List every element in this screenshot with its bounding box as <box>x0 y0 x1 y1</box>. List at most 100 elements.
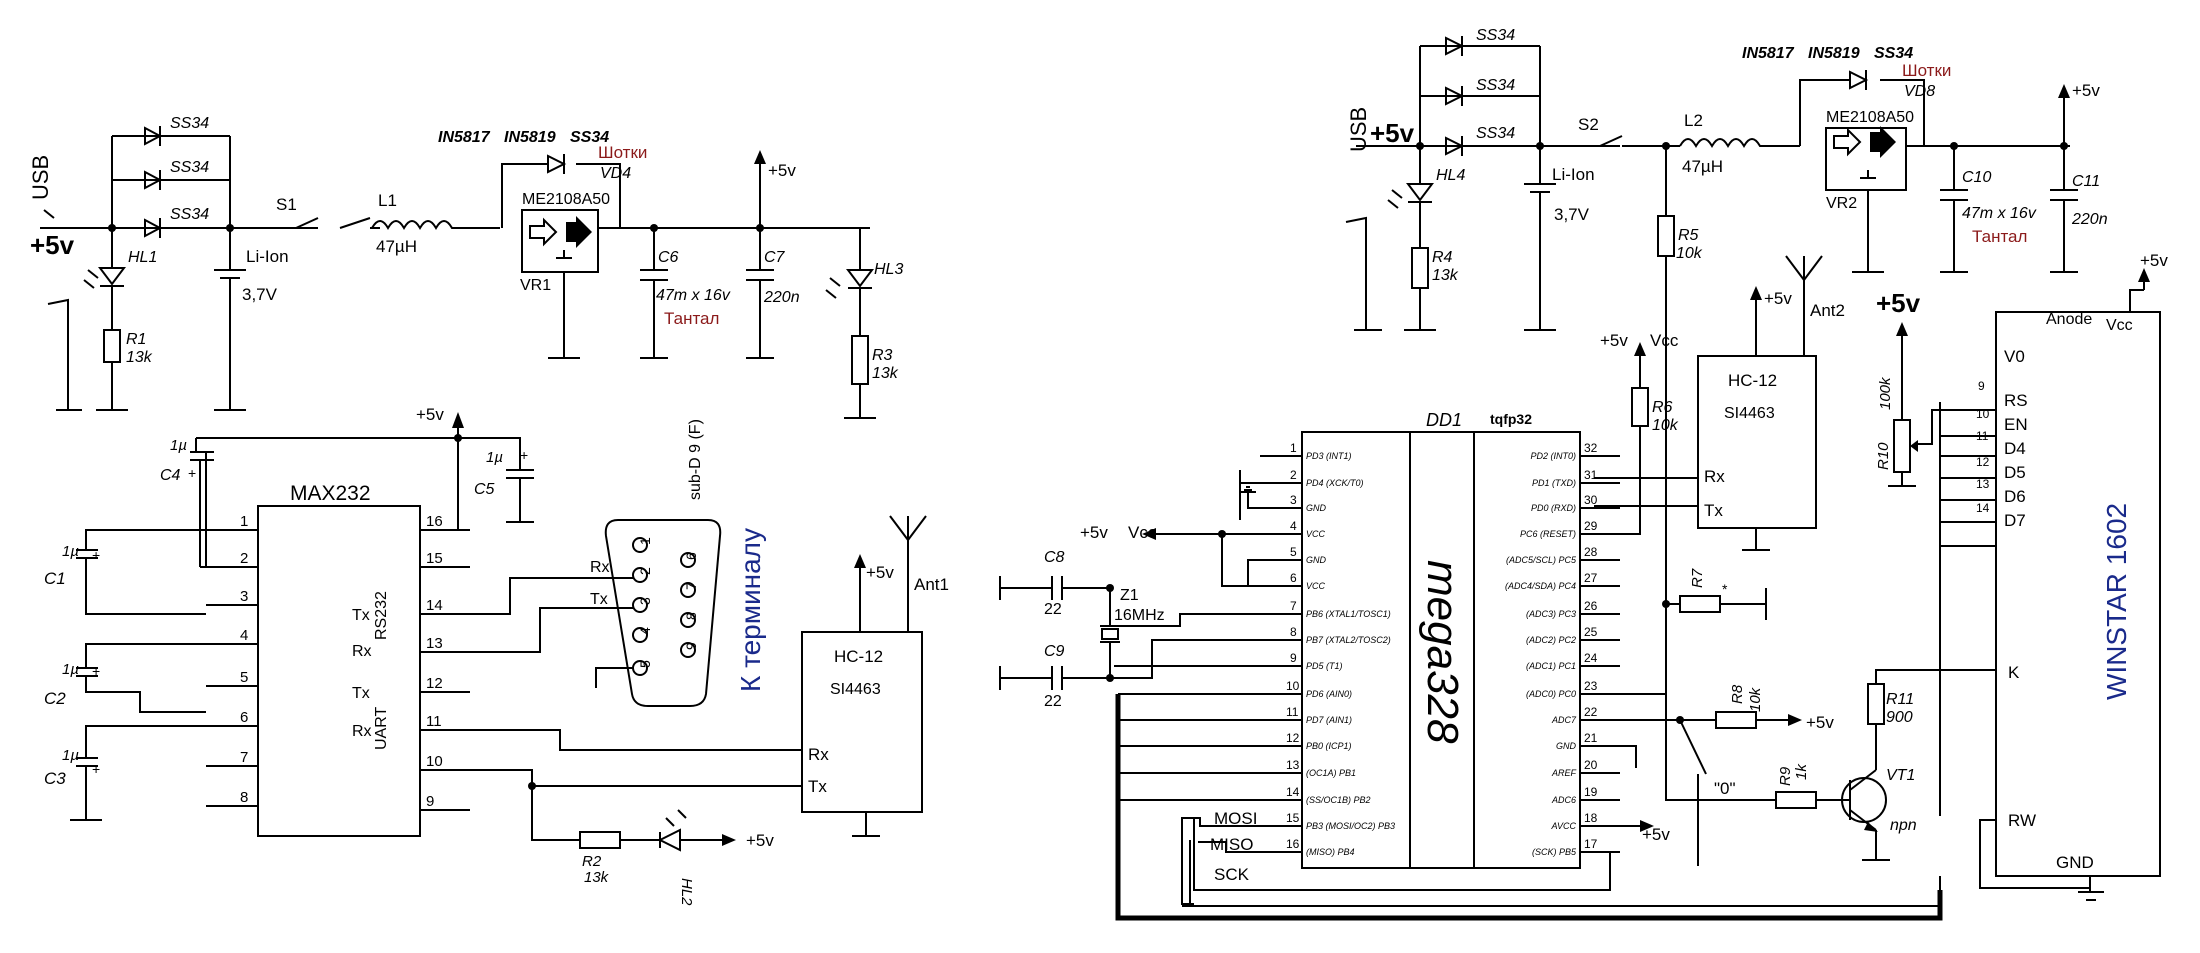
hc12-v5-right: +5v <box>1764 289 1792 308</box>
c3-label: C3 <box>44 769 66 788</box>
diode-ss34-1: SS34 <box>144 115 209 146</box>
lcd-anode: Anode <box>2046 311 2092 328</box>
mcu-left-pins: 1 2 3 4 5 6 7 8 9 10 11 12 13 14 15 16 P… <box>1260 441 1395 857</box>
hc12-chip-left: SI4463 <box>830 681 881 698</box>
svg-text:AREF: AREF <box>1551 768 1577 778</box>
l2-value: 47µH <box>1682 157 1723 176</box>
svg-text:SS34: SS34 <box>1476 77 1515 94</box>
v5-label-right: +5v <box>2072 81 2100 100</box>
svg-text:PD2 (INT0): PD2 (INT0) <box>1530 451 1576 461</box>
svg-text:1: 1 <box>1290 441 1297 455</box>
svg-text:GND: GND <box>1556 741 1577 751</box>
r1-label: R1 <box>126 331 146 348</box>
svg-text:1: 1 <box>240 513 248 530</box>
usb-vin-label: +5v <box>30 230 75 260</box>
svg-text:2: 2 <box>1290 468 1297 482</box>
r4-value: 13k <box>1432 267 1459 284</box>
svg-text:14: 14 <box>1976 501 1990 515</box>
mcu-name: mega328 <box>1418 560 1467 744</box>
c10-value: 47m x 16v <box>1962 205 2037 222</box>
max232-rx1: Rx <box>352 643 372 660</box>
usb-label: USB <box>28 155 53 200</box>
svg-text:(ADC0) PC0: (ADC0) PC0 <box>1526 689 1576 699</box>
avcc-v5-label: +5v <box>1642 825 1670 844</box>
svg-text:31: 31 <box>1584 468 1598 482</box>
tantal-label-right: Тантал <box>1972 227 2027 246</box>
lcd-pin-gnd: GND <box>2056 853 2094 872</box>
dsub-rx: Rx <box>590 559 610 576</box>
svg-text:26: 26 <box>1584 599 1598 613</box>
svg-text:6: 6 <box>1290 571 1297 585</box>
shottky-type-3: SS34 <box>570 129 609 146</box>
r8-label: R8 <box>1729 684 1746 704</box>
c5-val: 1µ <box>486 449 503 466</box>
svg-text:5: 5 <box>1290 545 1297 559</box>
svg-text:20: 20 <box>1584 758 1598 772</box>
svg-text:10: 10 <box>1976 407 1990 421</box>
regulator-label: ME2108A50 <box>522 191 610 208</box>
vr2-label: VR2 <box>1826 195 1857 212</box>
v5-label-left: +5v <box>768 161 796 180</box>
svg-text:17: 17 <box>1584 837 1598 851</box>
lcd-vcc: Vcc <box>2106 317 2133 334</box>
r11-value: 900 <box>1886 709 1913 726</box>
svg-text:9: 9 <box>683 642 699 650</box>
svg-text:SS34: SS34 <box>170 115 209 132</box>
svg-text:8: 8 <box>1290 625 1297 639</box>
ant-v5-label: +5v <box>866 563 894 582</box>
z1-label: Z1 <box>1120 587 1139 604</box>
svg-text:PB3 (MOSI/OC2) PB3: PB3 (MOSI/OC2) PB3 <box>1306 821 1395 831</box>
r1-value: 13k <box>126 349 153 366</box>
svg-text:32: 32 <box>1584 441 1598 455</box>
svg-text:ADC6: ADC6 <box>1551 795 1576 805</box>
battery-label-right: Li-Ion <box>1552 165 1595 184</box>
s1-label: S1 <box>276 195 297 214</box>
usb-vin-right: +5v <box>1370 118 1415 148</box>
hl2-label: HL2 <box>678 878 695 906</box>
c9-label: C9 <box>1044 643 1065 660</box>
battery-voltage-right: 3,7V <box>1554 205 1590 224</box>
svg-text:(SS/OC1B) PB2: (SS/OC1B) PB2 <box>1306 795 1371 805</box>
mega328-chip: DD1 tqfp32 mega328 1 2 3 4 5 6 7 8 9 10 … <box>1193 410 1834 891</box>
svg-text:6: 6 <box>240 709 248 726</box>
svg-text:+: + <box>92 663 100 679</box>
r2-label: R2 <box>582 853 602 870</box>
r8-value: 10k <box>1747 686 1764 712</box>
left-power-section: USB +5v SS34 SS34 SS34 HL1 R1 13k Li-Ion… <box>28 115 903 419</box>
c8-label: C8 <box>1044 549 1065 566</box>
ant1-label: Ant1 <box>914 575 949 594</box>
svg-text:6: 6 <box>683 552 699 560</box>
hl4-label: HL4 <box>1436 167 1465 184</box>
dsub-shell[interactable] <box>604 519 722 707</box>
hc12-module-right: HC-12 SI4463 Rx Tx Ant2 +5v +5v Vcc R6 1… <box>1594 255 1845 551</box>
svg-text:PB6 (XTAL1/TOSC1): PB6 (XTAL1/TOSC1) <box>1306 609 1391 619</box>
c11-value: 220n <box>2071 211 2108 228</box>
hc12-tx-left: Tx <box>808 777 827 796</box>
svg-text:(ADC5/SCL) PC5: (ADC5/SCL) PC5 <box>1506 555 1577 565</box>
lcd-pin-d6: D6 <box>2004 487 2026 506</box>
svg-text:13: 13 <box>1976 477 1990 491</box>
svg-text:SS34: SS34 <box>1476 27 1515 44</box>
diode-ss34-2: SS34 <box>144 159 209 190</box>
dsub-connector[interactable]: sub-D 9 (F) 1 2 3 4 5 6 7 8 9 Rx Tx К те… <box>470 419 766 707</box>
svg-text:(ADC1) PC1: (ADC1) PC1 <box>1526 661 1576 671</box>
svg-text:GND: GND <box>1306 555 1327 565</box>
shottky-r-2: IN5819 <box>1808 45 1860 62</box>
mcu-right-pins: 32 31 30 29 28 27 26 25 24 23 22 21 20 1… <box>1505 441 1620 857</box>
r6-value: 10k <box>1652 417 1679 434</box>
svg-text:(ADC3) PC3: (ADC3) PC3 <box>1526 609 1576 619</box>
svg-text:PD0 (RXD): PD0 (RXD) <box>1531 503 1576 513</box>
hc12-tx-right: Tx <box>1704 501 1723 520</box>
svg-text:SS34: SS34 <box>170 206 209 223</box>
diode-ss34-r1: SS34 <box>1445 27 1515 56</box>
svg-text:+: + <box>92 547 100 563</box>
svg-text:10: 10 <box>426 753 443 770</box>
svg-text:3: 3 <box>637 597 653 605</box>
lcd-module <box>1995 311 2161 877</box>
r3-label: R3 <box>872 347 893 364</box>
svg-text:24: 24 <box>1584 651 1598 665</box>
svg-text:5: 5 <box>637 660 653 668</box>
pot-v5-label: +5v <box>1876 288 1921 318</box>
c5-label: C5 <box>474 481 495 498</box>
